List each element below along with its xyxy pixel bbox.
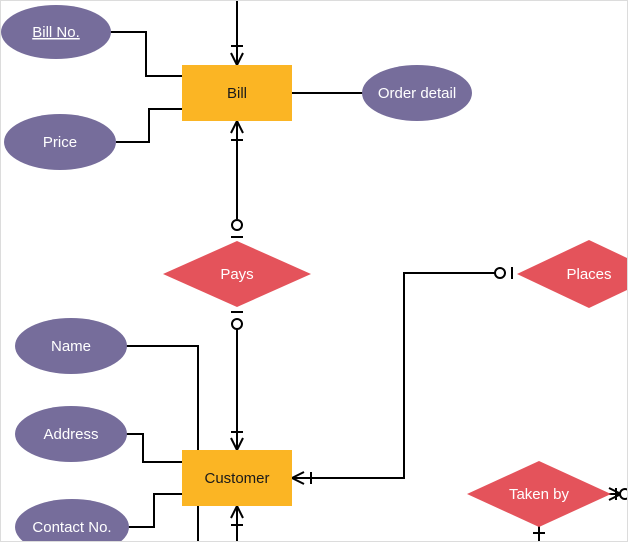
relationship-taken-by-label: Taken by bbox=[509, 486, 570, 503]
marker-pays-top-circle bbox=[231, 219, 243, 231]
marker-pays-bottom-circle bbox=[231, 318, 243, 330]
relationship-places[interactable]: Places bbox=[517, 240, 628, 308]
relationship-taken-by-shape bbox=[467, 461, 611, 527]
attribute-price[interactable]: Price bbox=[4, 114, 116, 170]
relationship-places-shape bbox=[517, 240, 627, 308]
entity-customer[interactable]: Customer bbox=[182, 450, 292, 506]
attribute-address-label: Address bbox=[43, 426, 98, 443]
connector-customer-places bbox=[292, 272, 495, 479]
attribute-bill-no[interactable]: Bill No. bbox=[1, 5, 111, 59]
connector-contact-customer bbox=[128, 493, 182, 528]
attribute-name-shape bbox=[15, 318, 127, 374]
relationship-taken-by[interactable]: Taken by bbox=[467, 461, 611, 527]
entity-bill[interactable]: Bill bbox=[182, 65, 292, 121]
relationship-pays-shape bbox=[163, 241, 311, 307]
marker-takenby-circle bbox=[619, 488, 627, 500]
relationship-places-label: Places bbox=[566, 266, 611, 283]
entity-bill-box bbox=[182, 65, 292, 121]
entity-bill-label: Bill bbox=[227, 85, 247, 102]
attribute-address[interactable]: Address bbox=[15, 406, 127, 462]
attribute-contact-no-label: Contact No. bbox=[32, 519, 111, 536]
attribute-price-label: Price bbox=[43, 134, 77, 151]
connector-billno-bill bbox=[109, 31, 182, 77]
attribute-address-shape bbox=[15, 406, 127, 462]
attribute-bill-no-shape bbox=[1, 5, 111, 59]
attribute-bill-no-label: Bill No. bbox=[32, 24, 80, 41]
cardinality-markers bbox=[230, 45, 627, 534]
entity-customer-label: Customer bbox=[204, 470, 269, 487]
attribute-order-detail[interactable]: Order detail bbox=[362, 65, 472, 121]
entity-customer-box bbox=[182, 450, 292, 506]
connector-price-bill bbox=[116, 108, 182, 143]
attribute-name[interactable]: Name bbox=[15, 318, 127, 374]
attribute-contact-no-shape bbox=[15, 499, 129, 541]
connector-address-customer bbox=[126, 433, 182, 463]
attribute-order-detail-shape bbox=[362, 65, 472, 121]
connector-name-customer bbox=[126, 345, 199, 541]
attribute-name-label: Name bbox=[51, 338, 91, 355]
relationship-pays[interactable]: Pays bbox=[163, 241, 311, 307]
marker-places-circle bbox=[494, 267, 506, 279]
relationship-pays-label: Pays bbox=[220, 266, 253, 283]
attribute-order-detail-label: Order detail bbox=[378, 85, 456, 102]
attribute-contact-no[interactable]: Contact No. bbox=[15, 499, 129, 542]
attribute-price-shape bbox=[4, 114, 116, 170]
